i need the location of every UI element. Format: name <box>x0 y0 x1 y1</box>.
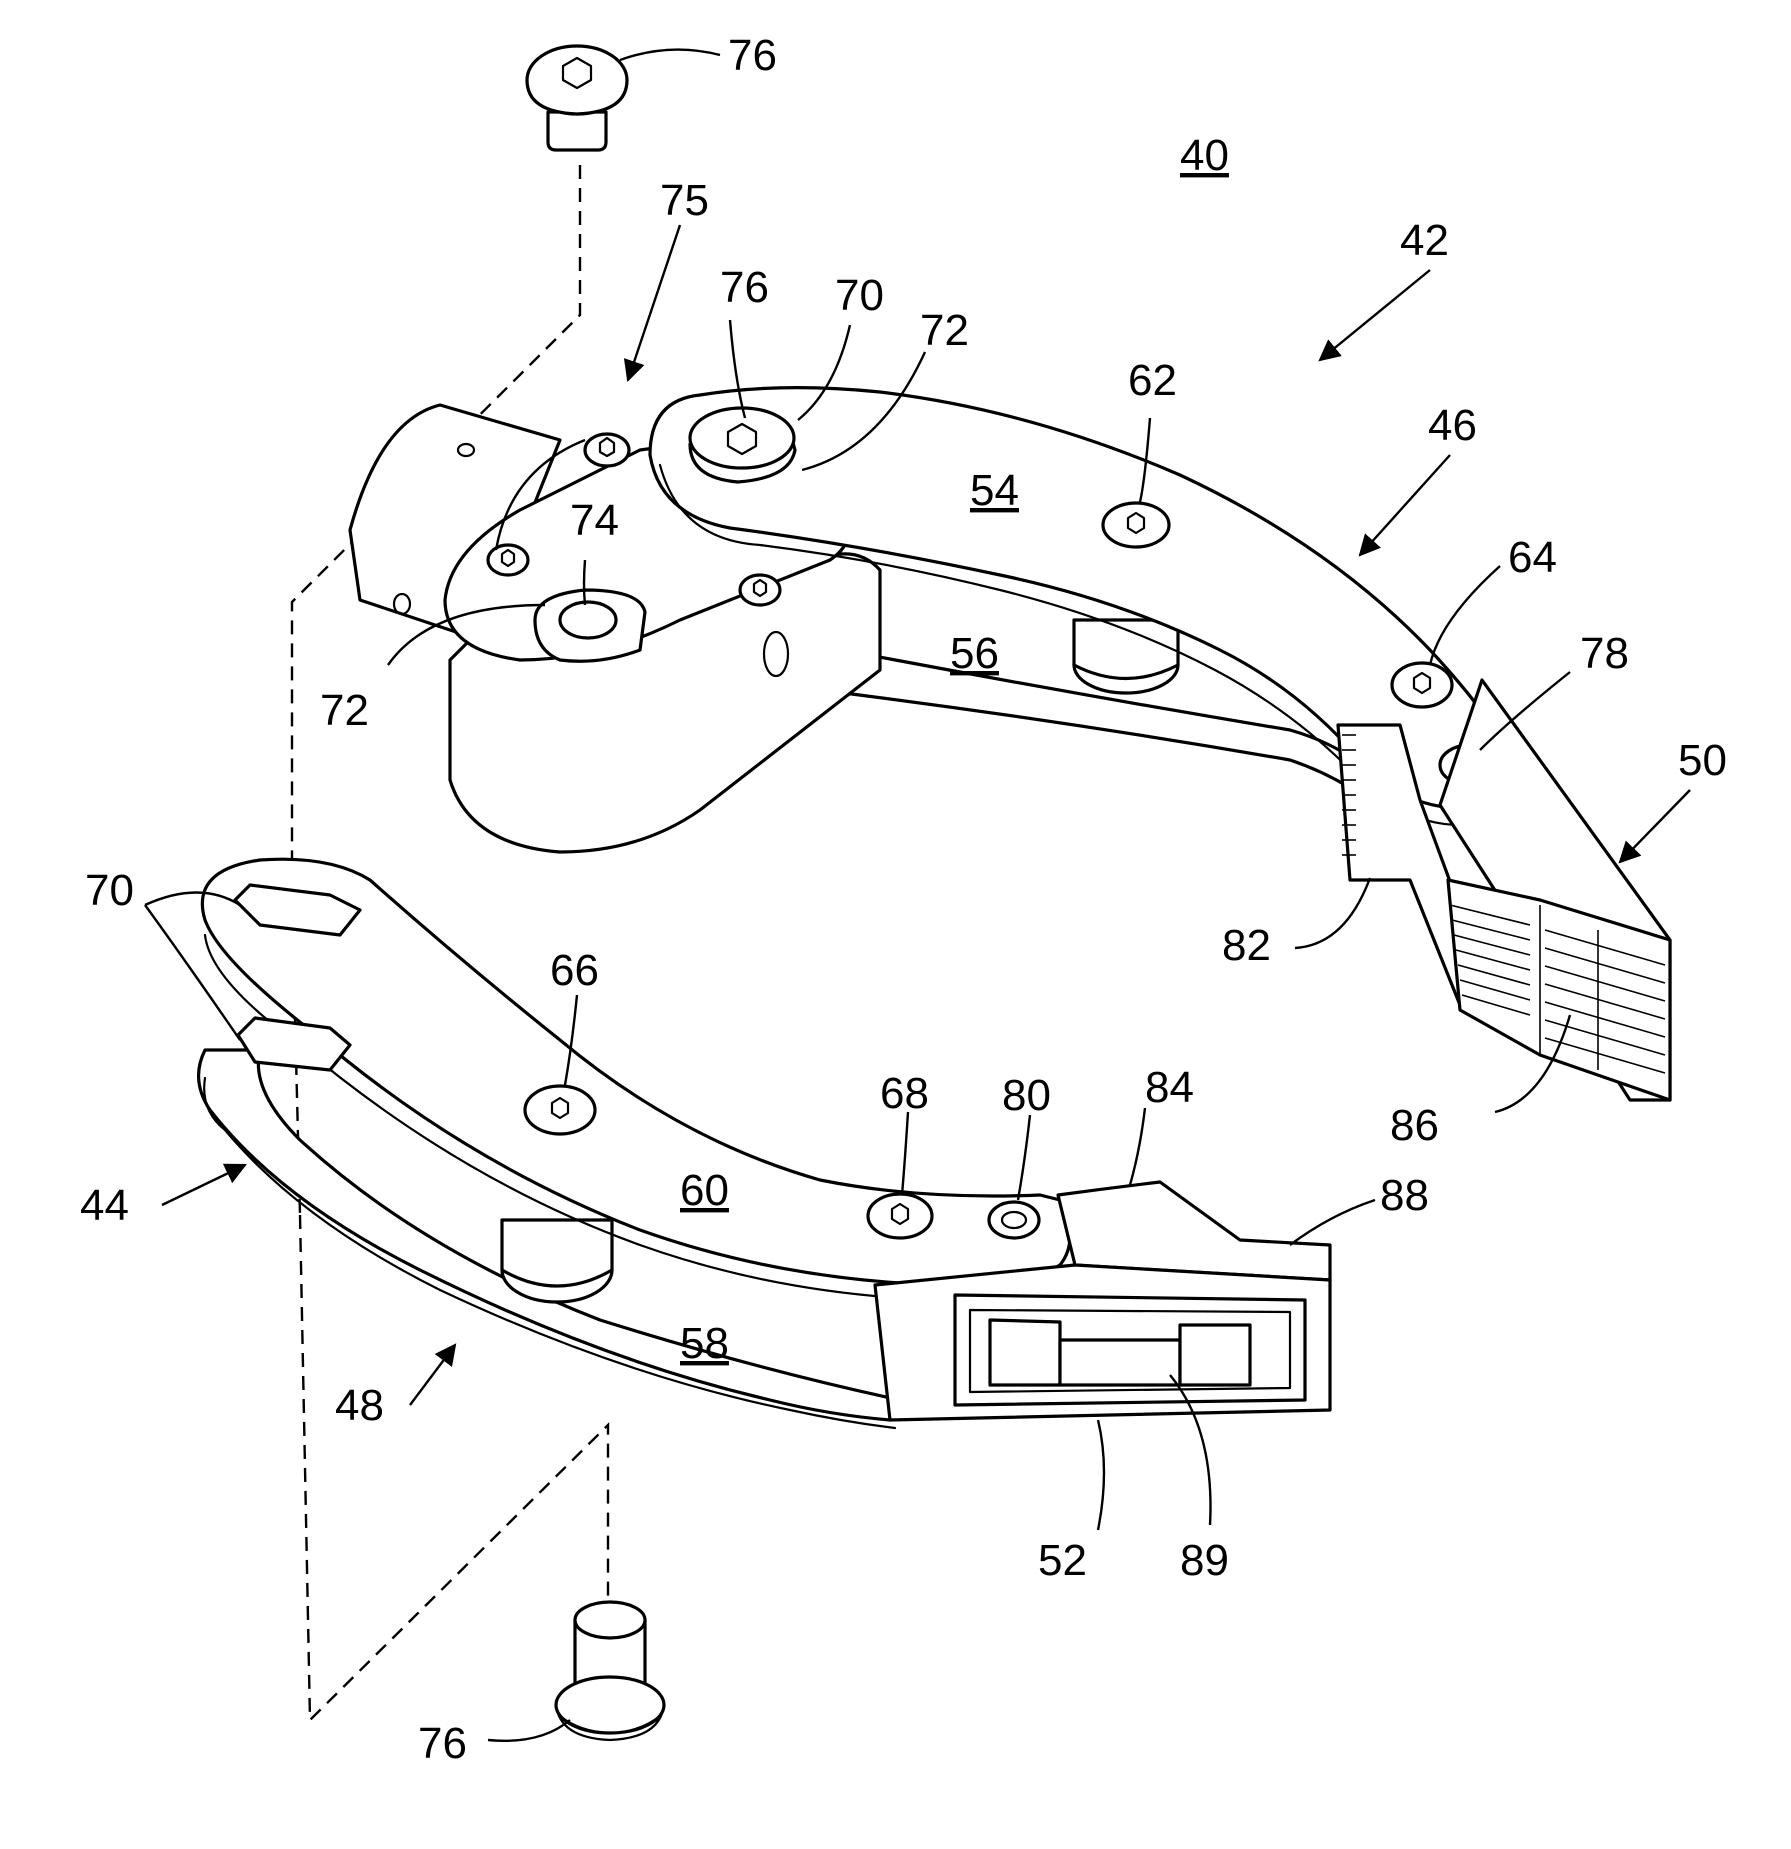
ref-70-left: 70 <box>85 866 134 915</box>
ref-62: 62 <box>1128 356 1177 405</box>
ref-56-lower-arm: 56 <box>950 629 999 678</box>
ref-80: 80 <box>1002 1071 1051 1120</box>
ref-84: 84 <box>1145 1063 1194 1112</box>
ref-40-figure: 40 <box>1180 131 1229 180</box>
ref-52: 52 <box>1038 1536 1087 1585</box>
top-screw <box>527 46 627 150</box>
ref-86: 86 <box>1390 1101 1439 1150</box>
ref-88: 88 <box>1380 1171 1429 1220</box>
bottom-screw <box>556 1602 664 1740</box>
ref-89: 89 <box>1180 1536 1229 1585</box>
ref-72-top: 72 <box>920 306 969 355</box>
lower-arm-assembly <box>199 859 1330 1428</box>
ref-66: 66 <box>550 946 599 995</box>
ref-78: 78 <box>1580 629 1629 678</box>
ref-82: 82 <box>1222 921 1271 970</box>
ref-68: 68 <box>880 1069 929 1118</box>
ref-60-upper-arm: 60 <box>680 1166 729 1215</box>
ref-42: 42 <box>1400 216 1449 265</box>
ref-64: 64 <box>1508 533 1557 582</box>
ref-58-lower-arm: 58 <box>680 1319 729 1368</box>
ref-54-upper-arm: 54 <box>970 466 1019 515</box>
ref-75: 75 <box>660 176 709 225</box>
ref-48: 48 <box>335 1381 384 1430</box>
ref-50: 50 <box>1678 736 1727 785</box>
ref-76-top-screw: 76 <box>728 31 777 80</box>
ref-46: 46 <box>1428 401 1477 450</box>
ref-76-pivot: 76 <box>720 263 769 312</box>
ref-74: 74 <box>570 496 619 545</box>
ref-72-left: 72 <box>320 686 369 735</box>
ref-76-bottom-screw: 76 <box>418 1719 467 1768</box>
ref-44: 44 <box>80 1181 129 1230</box>
ref-70-top: 70 <box>835 271 884 320</box>
